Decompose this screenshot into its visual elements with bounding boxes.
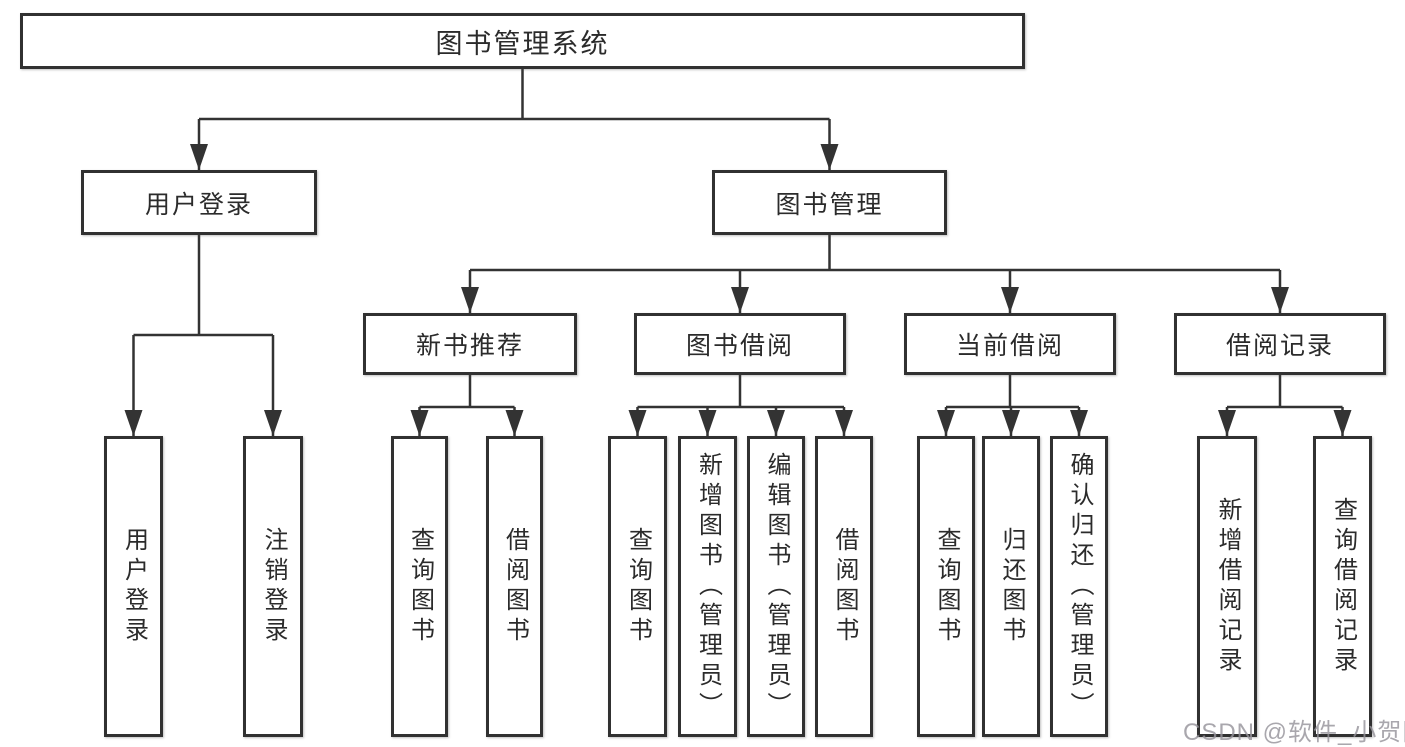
leaf-label: 编辑图书（管理员）: [763, 451, 790, 722]
node-user-login: 用户登录: [81, 170, 317, 235]
node-borrow-records: 借阅记录: [1174, 313, 1386, 375]
node-new-book-recommend: 新书推荐: [363, 313, 577, 375]
leaf-label: 借阅图书: [501, 526, 529, 647]
leaf-query-books-recommend: 查询图书: [391, 436, 448, 737]
csdn-watermark: CSDN @软件_小贺同学: [1183, 719, 1405, 746]
node-book-management: 图书管理: [712, 170, 947, 235]
leaf-add-books-admin: 新增图书（管理员）: [678, 436, 737, 737]
leaf-label: 用户登录: [120, 526, 148, 647]
leaf-borrow-books: 借阅图书: [815, 436, 873, 737]
leaf-query-books-current: 查询图书: [917, 436, 975, 737]
node-label: 图书借阅: [685, 332, 794, 360]
leaf-add-borrow-record: 新增借阅记录: [1197, 436, 1257, 737]
node-label: 借阅记录: [1225, 332, 1334, 360]
node-library-management-system: 图书管理系统: [20, 13, 1025, 69]
node-label: 新书推荐: [415, 332, 524, 360]
leaf-label: 新增借阅记录: [1214, 496, 1241, 677]
leaf-label: 查询图书: [933, 526, 960, 647]
leaf-label: 查询图书: [406, 526, 434, 647]
leaf-edit-books-admin: 编辑图书（管理员）: [747, 436, 805, 737]
leaf-confirm-return-admin: 确认归还（管理员）: [1050, 436, 1108, 737]
leaf-label: 确认归还（管理员）: [1066, 451, 1093, 722]
leaf-logout: 注销登录: [243, 436, 303, 737]
leaf-borrow-books-recommend: 借阅图书: [486, 436, 543, 737]
leaf-label: 查询借阅记录: [1329, 496, 1357, 677]
leaf-user-login: 用户登录: [104, 436, 163, 737]
leaf-query-books-borrow: 查询图书: [608, 436, 667, 737]
leaf-query-borrow-record: 查询借阅记录: [1313, 436, 1372, 737]
leaf-label: 查询图书: [624, 526, 652, 647]
leaf-label: 新增图书（管理员）: [694, 451, 722, 722]
leaf-label: 归还图书: [998, 526, 1025, 647]
node-label: 图书管理系统: [435, 28, 610, 59]
leaf-return-books: 归还图书: [982, 436, 1040, 737]
node-book-borrow: 图书借阅: [634, 313, 846, 375]
node-label: 当前借阅: [955, 332, 1064, 360]
node-current-borrow: 当前借阅: [904, 313, 1116, 375]
leaf-label: 注销登录: [260, 526, 287, 647]
node-label: 图书管理: [775, 190, 884, 219]
leaf-label: 借阅图书: [831, 526, 858, 647]
node-label: 用户登录: [144, 190, 253, 219]
